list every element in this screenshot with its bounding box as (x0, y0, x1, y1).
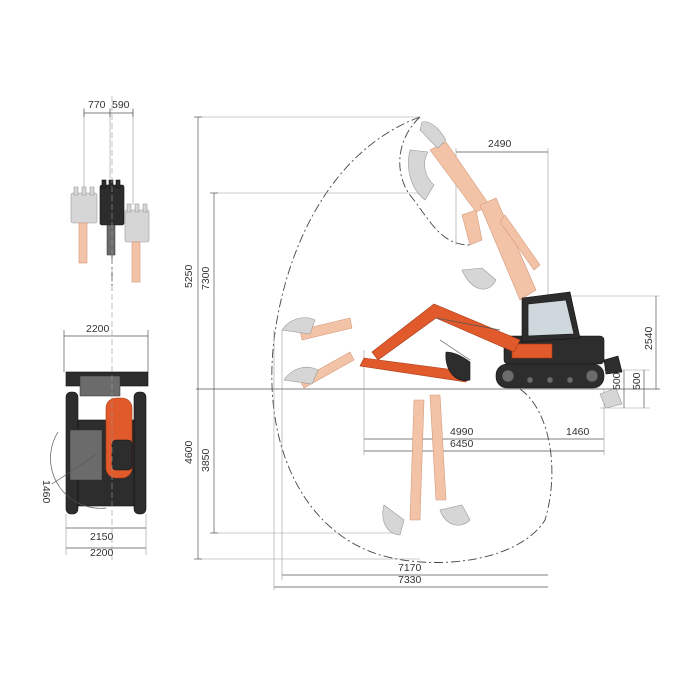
dim-2200-overall: 2200 (90, 547, 114, 559)
dim-front-top-2200: 2200 (86, 323, 110, 335)
body-panel (511, 343, 553, 359)
boom (371, 303, 521, 361)
dim-3850: 3850 (200, 448, 212, 472)
dim-500-down: 500 (631, 372, 643, 390)
dim-2490: 2490 (488, 138, 512, 150)
working-envelope (271, 116, 553, 563)
dim-7170: 7170 (398, 562, 422, 574)
excavator-side-icon (359, 291, 623, 409)
arm (359, 357, 471, 383)
dim-7330: 7330 (398, 574, 422, 586)
bucket (445, 351, 471, 381)
dim-590: 590 (112, 99, 130, 111)
dim-6450: 6450 (450, 438, 474, 450)
ghost-arm-positions (281, 121, 541, 536)
dozer-blade (603, 355, 623, 375)
dim-770: 770 (88, 99, 106, 111)
front-view (50, 96, 149, 560)
dim-5250: 5250 (183, 264, 195, 288)
dim-2540: 2540 (643, 326, 655, 350)
right-track (133, 391, 147, 515)
breaker-attachments (70, 108, 150, 290)
breaker-right-icon (124, 203, 150, 283)
side-view (194, 116, 660, 590)
dimension-labels: 770 590 2200 1460 2150 2200 5250 7300 46… (40, 99, 655, 586)
dim-2150: 2150 (90, 531, 114, 543)
dim-4990: 4990 (450, 426, 474, 438)
dim-1460-tail: 1460 (566, 426, 590, 438)
dim-7300: 7300 (200, 266, 212, 290)
dim-1460-radius: 1460 (40, 480, 52, 504)
breaker-left-icon (70, 186, 98, 264)
dim-500-up: 500 (611, 372, 623, 390)
cab-window (527, 299, 575, 337)
dim-4600: 4600 (183, 440, 195, 464)
